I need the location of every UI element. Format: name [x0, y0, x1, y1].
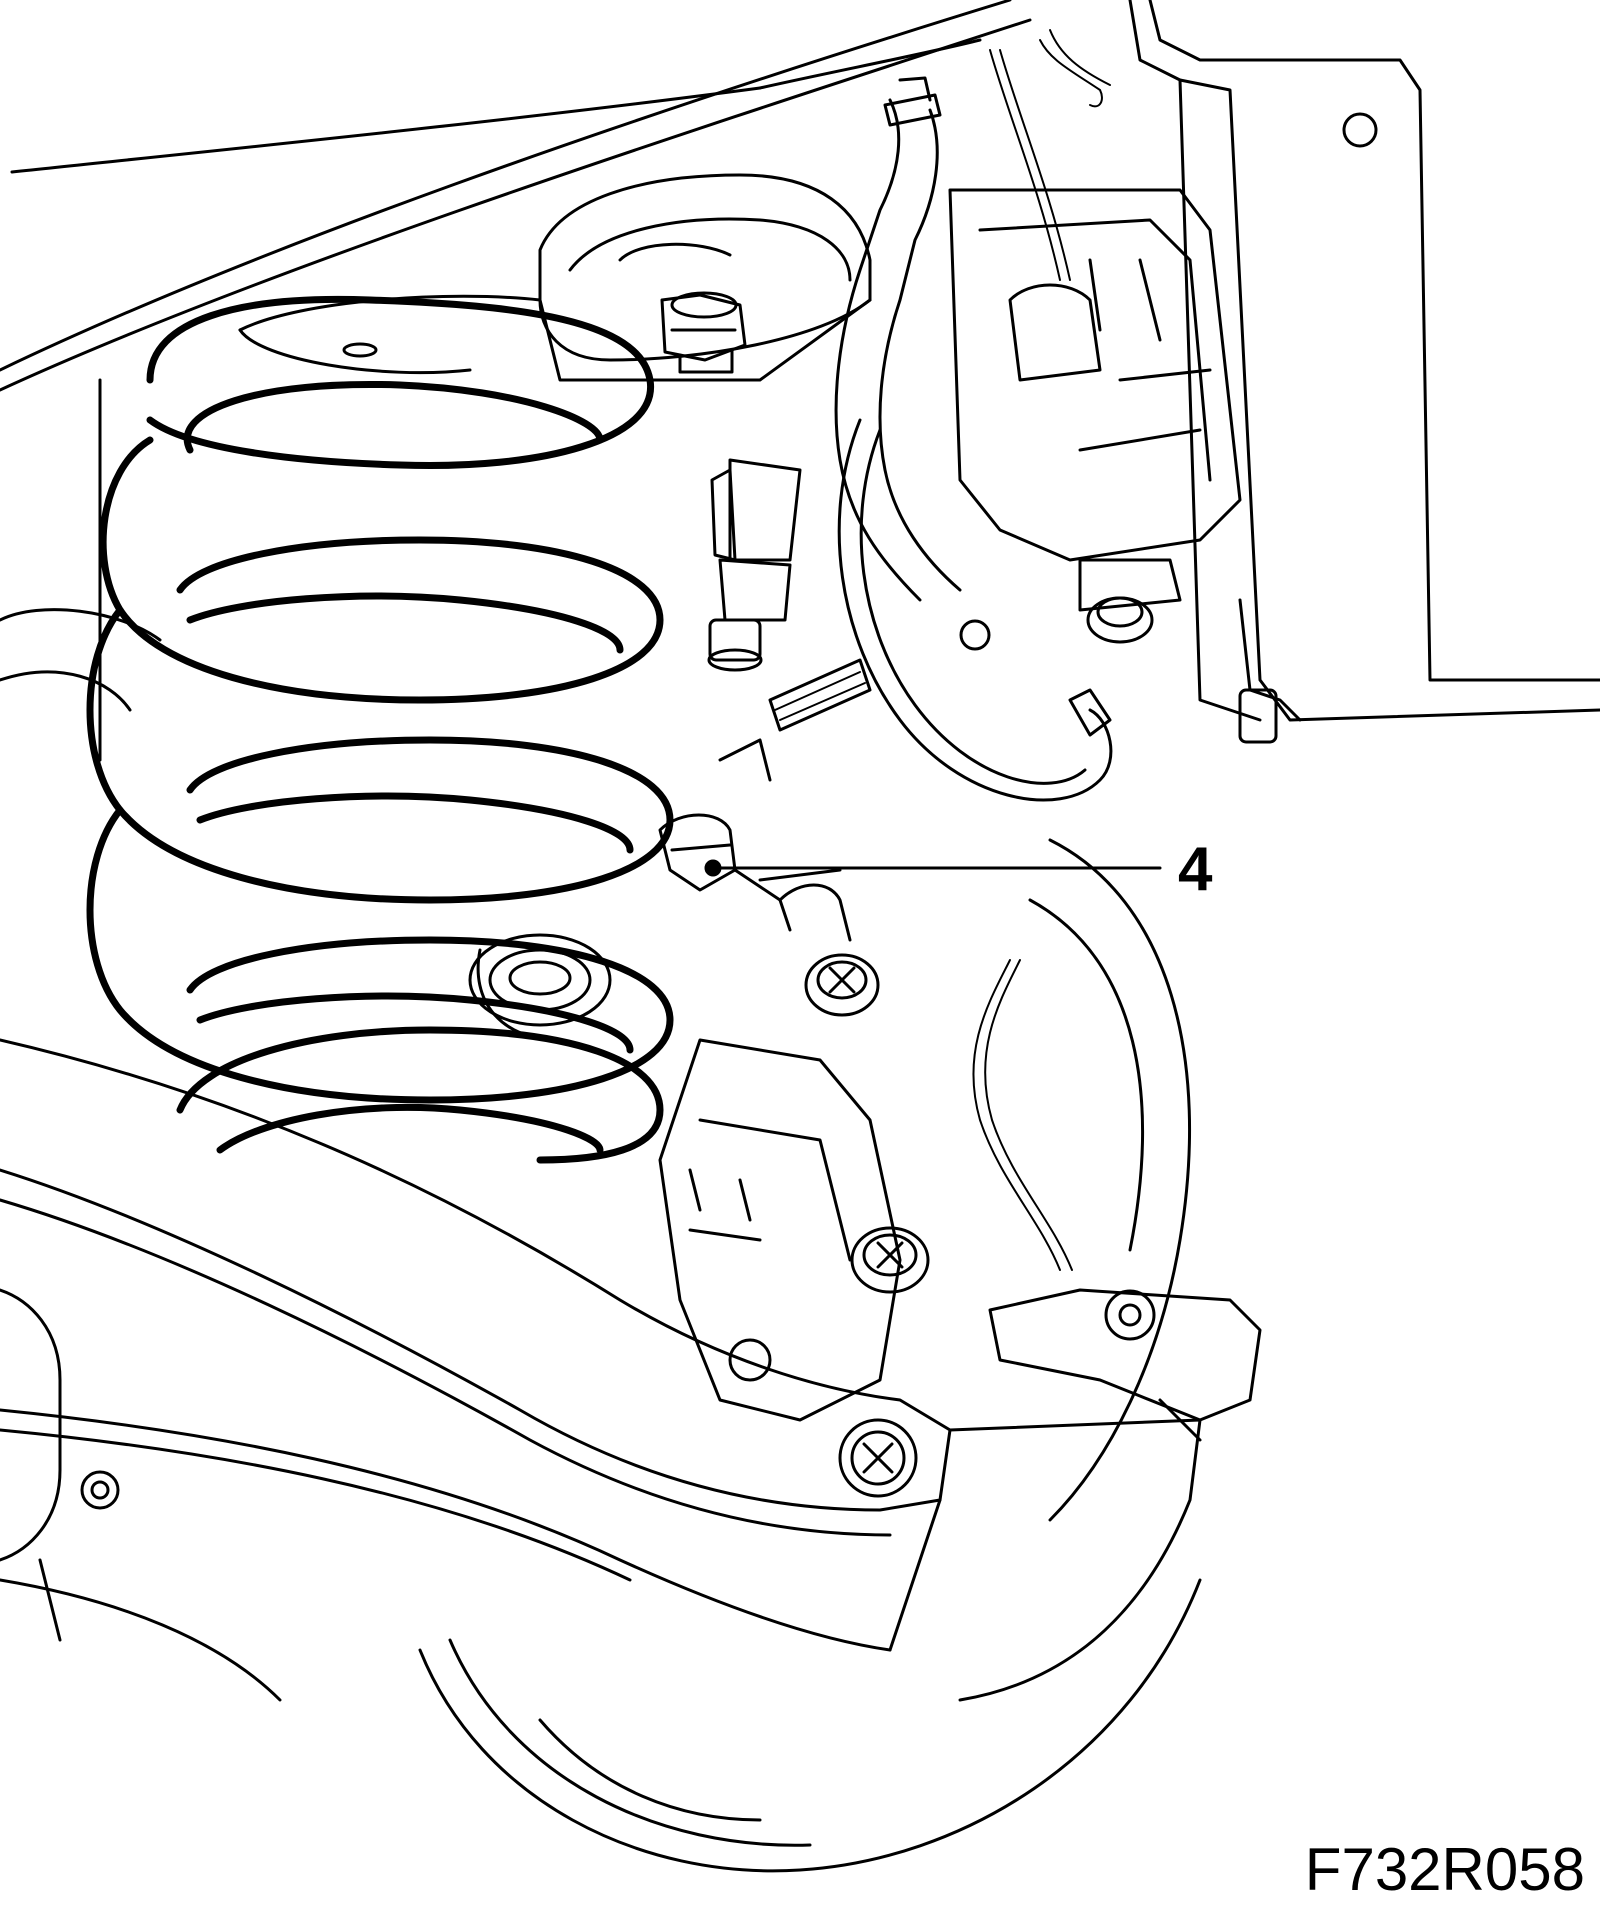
subframe — [0, 1288, 282, 1702]
lower-control-arm — [0, 1038, 952, 1652]
knuckle-lower — [658, 1038, 902, 1422]
brake-disc — [418, 838, 1202, 1873]
abs-sensor-wire — [972, 959, 1073, 1271]
top-mount-nut — [660, 291, 747, 374]
brake-line-loop — [837, 418, 1113, 802]
spring-bushing — [468, 933, 612, 1042]
underbody-panel — [0, 0, 1032, 762]
link-bolt — [758, 868, 880, 1017]
bracket-hole — [1342, 112, 1378, 148]
callout-4: 4 — [704, 835, 1213, 904]
callout-label: 4 — [1178, 835, 1213, 904]
brake-hose — [834, 29, 1111, 602]
bracket-stud — [1238, 688, 1278, 744]
wheelhouse-bracket — [1128, 0, 1600, 744]
caliper-bolt — [1078, 558, 1182, 644]
coil-spring — [86, 295, 674, 1164]
shock-absorber — [707, 458, 802, 672]
splash-shield — [948, 1288, 1262, 1702]
knuckle-bolt — [850, 1226, 930, 1294]
lower-arm-bolt — [838, 1418, 918, 1498]
brake-line-fitting — [658, 658, 872, 932]
figure-id: F732R058 — [1305, 1836, 1585, 1903]
caliper-body — [948, 188, 1242, 651]
spring-seat — [238, 173, 872, 382]
